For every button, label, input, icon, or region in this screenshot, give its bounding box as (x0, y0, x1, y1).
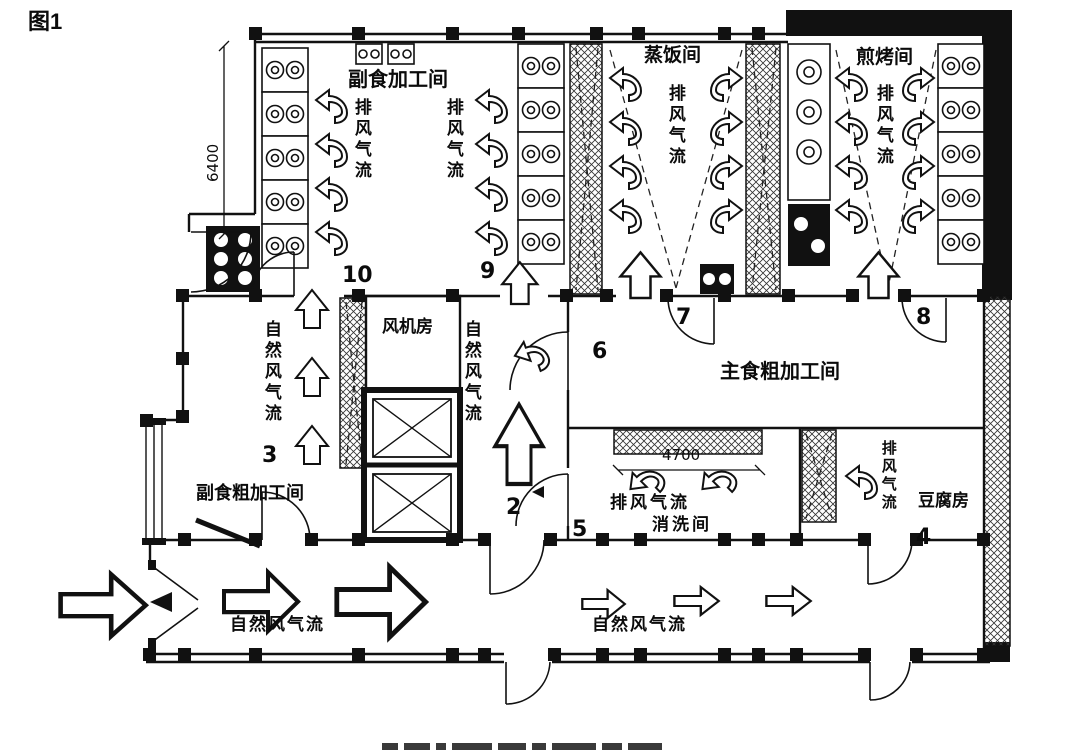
opening-number-6: 6 (592, 339, 608, 364)
door-swings (150, 231, 947, 705)
label-room-rice-steaming: 蒸饭间 (644, 45, 702, 66)
top-wall-fixtures (355, 43, 415, 65)
label-natural-airflow-corridor-2: 自然风气流 (592, 615, 687, 634)
opening-number-5: 5 (572, 517, 588, 542)
dimension-lines (218, 40, 766, 476)
label-room-fan: 风机房 (382, 317, 433, 336)
label-exhaust-airflow-washroom: 排风气流 (610, 493, 690, 512)
hatched-strips (339, 43, 1011, 647)
label-exhaust-airflow-2: 排风气流 (443, 98, 463, 182)
opening-number-2: 2 (506, 495, 522, 520)
label-room-grill: 煎烤间 (856, 47, 914, 68)
black-wall-masses (142, 10, 1012, 662)
opening-number-3: 3 (262, 443, 278, 468)
natural-airflow-arrows (61, 251, 900, 637)
cropped-caption (382, 743, 662, 750)
label-natural-airflow-2: 自然风气流 (461, 320, 481, 425)
window-left-wall (145, 424, 163, 540)
opening-number-8: 8 (916, 305, 932, 330)
label-natural-airflow-1: 自然风气流 (261, 320, 281, 425)
label-room-staple-rough-processing: 主食粗加工间 (720, 361, 840, 383)
dimension-4700: 4700 (662, 446, 701, 464)
label-room-tofu: 豆腐房 (918, 491, 969, 510)
figure-label: 图1 (28, 9, 63, 34)
elevator-shafts (361, 387, 463, 543)
label-exhaust-airflow-1: 排风气流 (351, 98, 371, 182)
label-exhaust-airflow-3: 排风气流 (665, 84, 685, 168)
label-natural-airflow-corridor-1: 自然风气流 (230, 615, 325, 634)
opening-number-10: 10 (342, 263, 373, 288)
opening-number-7: 7 (676, 305, 692, 330)
label-room-side-dish-rough-processing: 副食粗加工间 (196, 483, 304, 503)
opening-number-4: 4 (916, 525, 932, 550)
opening-number-9: 9 (480, 259, 496, 284)
label-room-washing: 消洗间 (652, 515, 712, 534)
label-room-side-dish-processing: 副食加工间 (348, 69, 448, 91)
dimension-6400: 6400 (204, 143, 222, 182)
label-exhaust-airflow-4: 排风气流 (873, 84, 893, 168)
label-exhaust-airflow-tofu: 排风气流 (879, 440, 897, 512)
